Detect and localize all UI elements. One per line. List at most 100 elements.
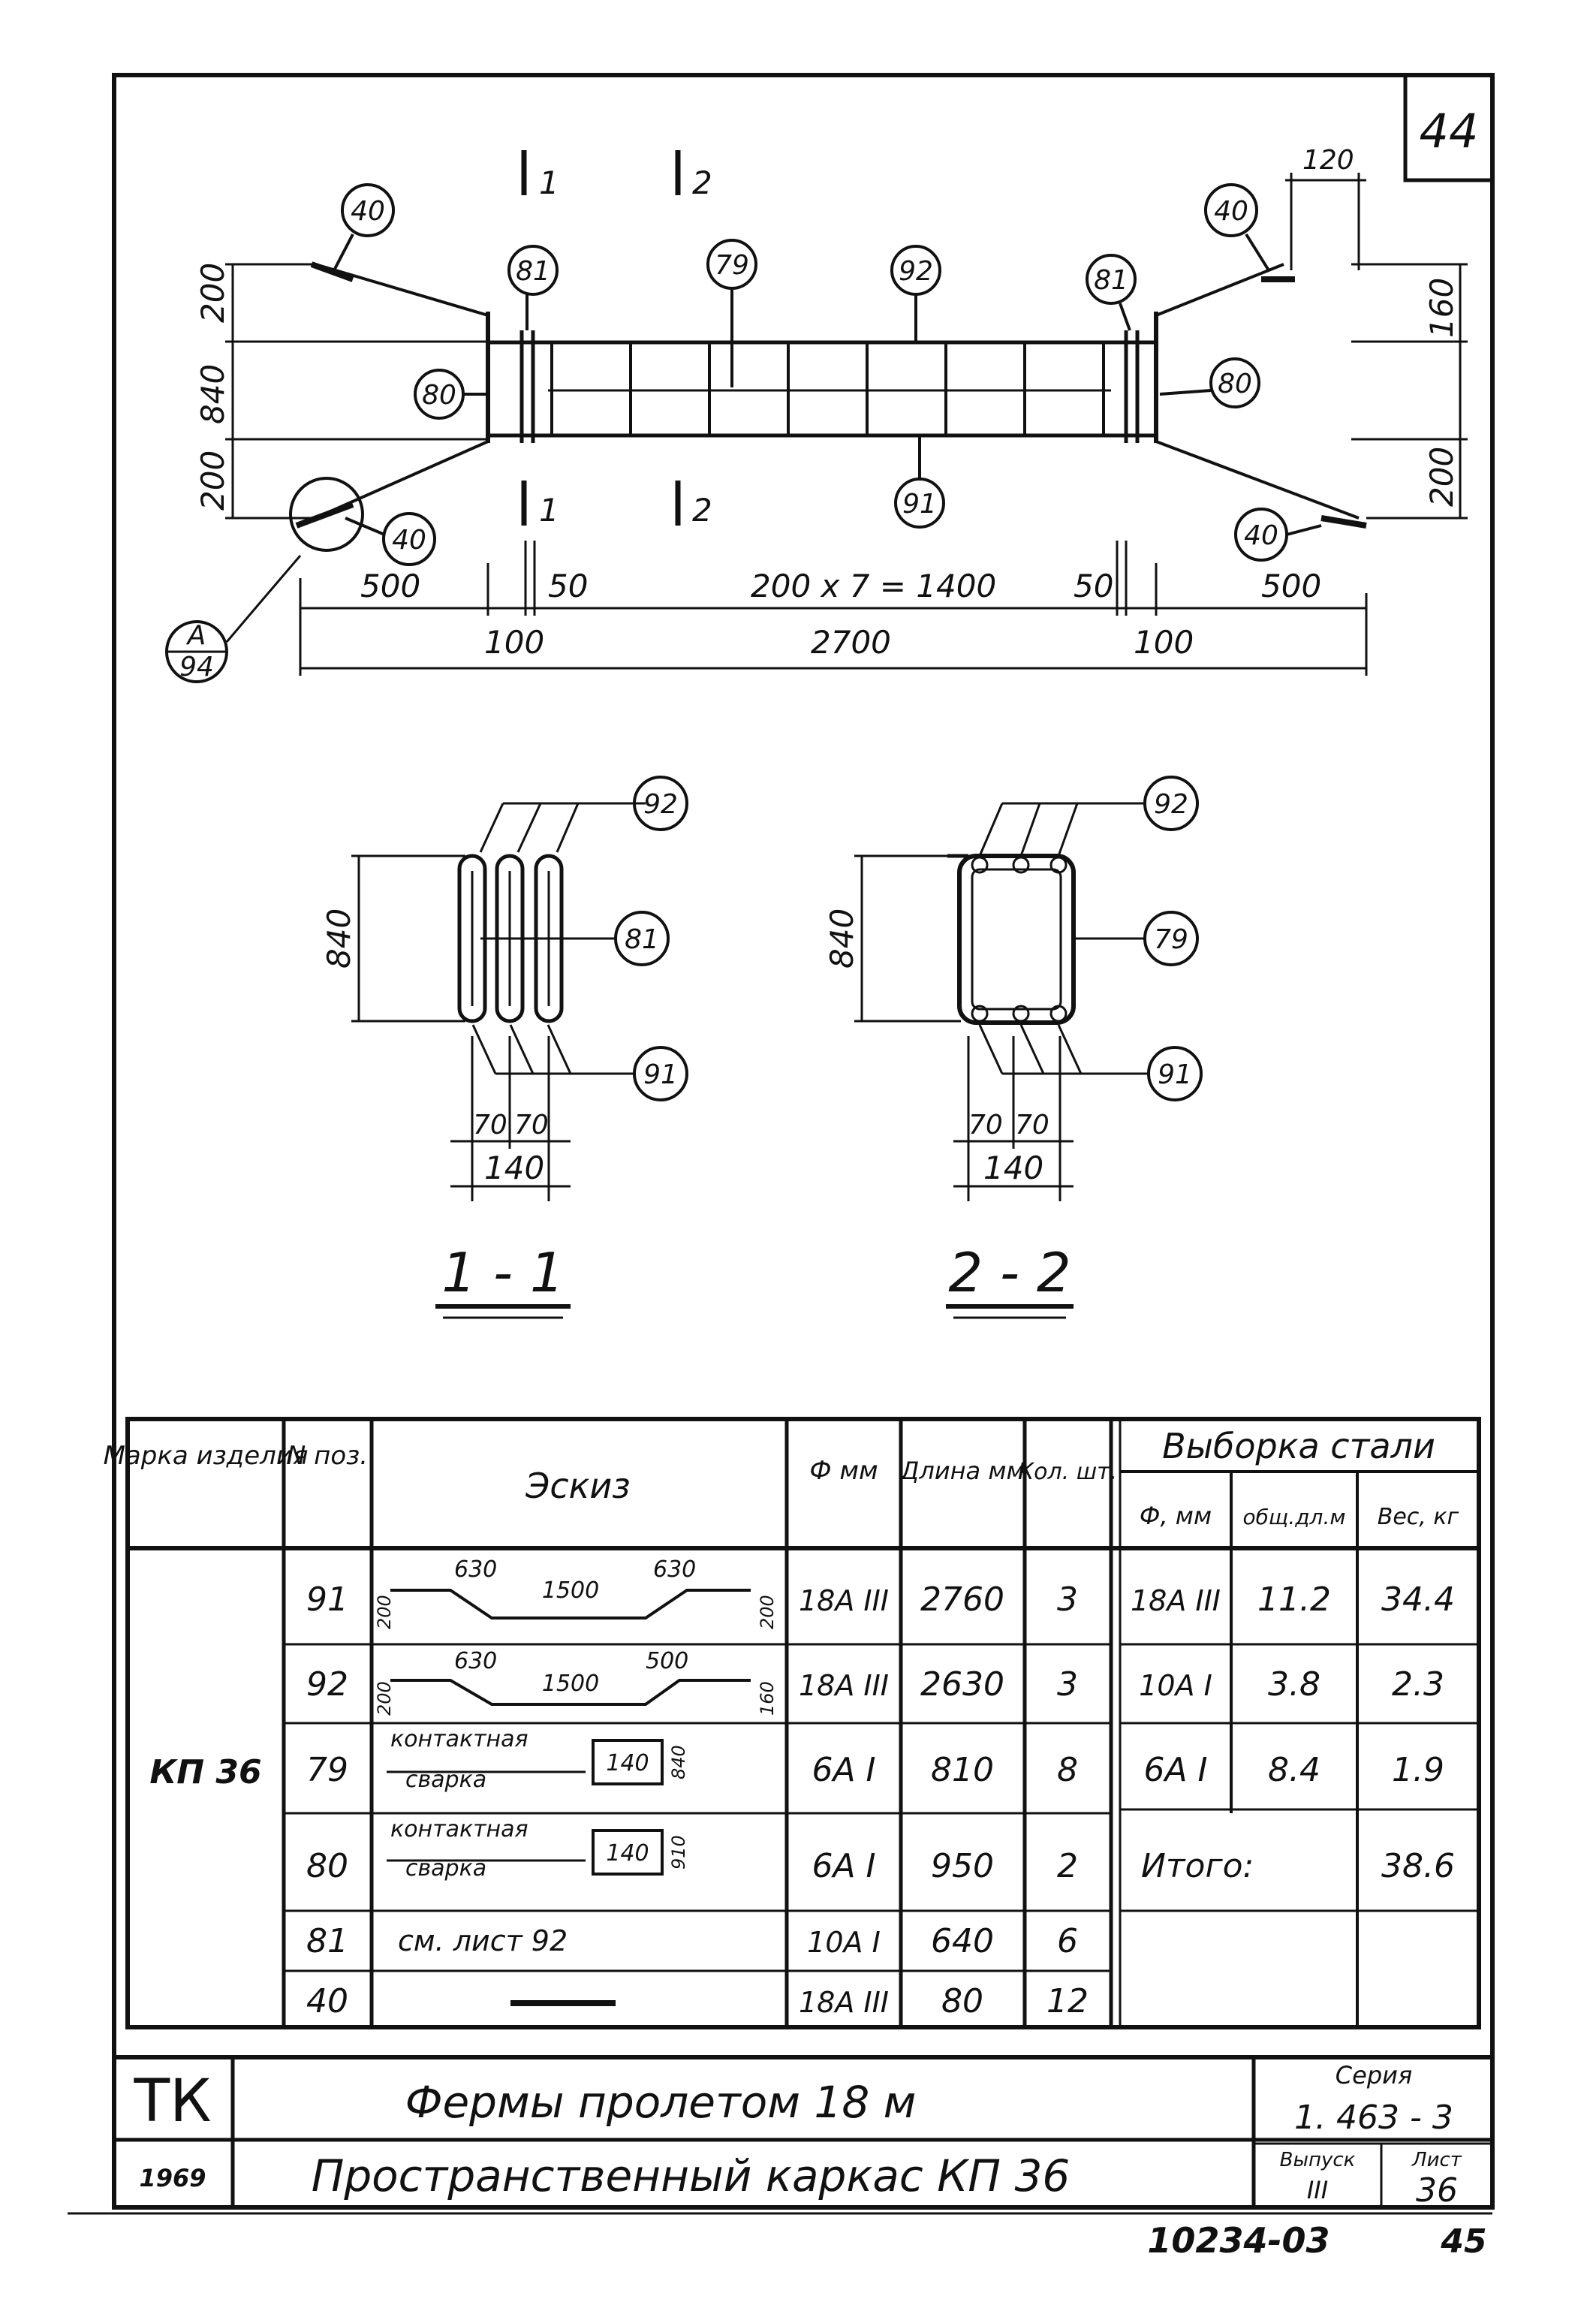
row-91-dia: 18А III <box>799 1584 889 1617</box>
sk80-line2: сварка <box>405 1855 486 1882</box>
sheet-number-box <box>1403 73 1495 182</box>
sk79-h: 840 <box>668 1745 689 1779</box>
dim-50-right: 50 <box>1074 568 1113 604</box>
s1-dim-840: 840 <box>321 908 357 969</box>
section-1-1 <box>351 776 688 1319</box>
s1-bubble-91: 91 <box>643 1059 678 1090</box>
row-40-pos: 40 <box>306 1982 348 2020</box>
bubble-40-left-bottom: 40 <box>392 525 426 556</box>
row-79-pos: 79 <box>306 1751 348 1789</box>
detail-ref-top: A <box>186 620 206 651</box>
s1-dim-70a: 70 <box>473 1110 507 1140</box>
row-91-len: 2760 <box>920 1580 1004 1619</box>
section-mark-1-bottom: 1 <box>539 492 559 529</box>
s2-bubble-79: 79 <box>1154 924 1188 955</box>
section-2-2 <box>854 776 1203 1319</box>
steel-total-value: 38.6 <box>1381 1847 1455 1885</box>
th-steel-dia: Ф, мм <box>1140 1502 1212 1530</box>
page-number: 45 <box>1440 2222 1486 2261</box>
sk91-h1: 200 <box>374 1595 395 1629</box>
s1-bubble-81: 81 <box>625 924 659 955</box>
title-line-1: Фермы пролетом 18 м <box>405 2077 917 2128</box>
sk91-b: 1500 <box>542 1577 599 1604</box>
row-81-dia: 10А I <box>807 1926 881 1959</box>
th-sketch: Эскиз <box>525 1466 631 1506</box>
section-title-2-2: 2 - 2 <box>948 1241 1071 1304</box>
dim-top-120: 120 <box>1302 145 1354 176</box>
detail-reference: A 94 <box>165 555 302 683</box>
steel-0-dia: 18А III <box>1131 1584 1221 1617</box>
sk79-line1: контактная <box>390 1726 528 1752</box>
bubble-40-right-bottom: 40 <box>1244 520 1278 551</box>
bubble-81-right: 81 <box>1094 265 1128 296</box>
row-79-len: 810 <box>931 1751 994 1789</box>
s2-dim-140: 140 <box>983 1149 1043 1186</box>
th-steel-wt: Вес, кг <box>1378 1504 1459 1530</box>
dim-left-200-top: 200 <box>194 263 231 323</box>
s1-dim-70b: 70 <box>514 1110 549 1140</box>
bubble-80-left: 80 <box>422 380 456 411</box>
th-pos: N поз. <box>287 1441 368 1471</box>
dim-50-left: 50 <box>548 568 588 604</box>
row-80-pos: 80 <box>306 1847 348 1885</box>
row-92-dia: 18А III <box>799 1669 889 1702</box>
sk81-ref: см. лист 92 <box>398 1924 568 1957</box>
position-bubbles <box>333 183 1322 566</box>
sk92-h1: 200 <box>374 1681 395 1716</box>
dim-left-840: 840 <box>194 364 231 424</box>
th-steel-len: общ.дл.м <box>1243 1505 1346 1529</box>
row-92-len: 2630 <box>920 1665 1004 1704</box>
row-81-qty: 6 <box>1057 1922 1078 1960</box>
dim-right-160: 160 <box>1423 278 1460 338</box>
s2-bubble-92: 92 <box>1154 789 1188 820</box>
bubble-79: 79 <box>715 250 749 281</box>
steel-0-wt: 34.4 <box>1381 1580 1455 1619</box>
th-mark: Марка изделия <box>104 1441 309 1471</box>
row-40-qty: 12 <box>1046 1982 1089 2020</box>
s2-dim-70a: 70 <box>968 1110 1003 1140</box>
dim-right-200: 200 <box>1423 447 1460 507</box>
specification-table <box>125 1417 1481 2029</box>
dim-2700: 2700 <box>811 624 891 661</box>
th-len: Длина мм <box>899 1457 1024 1485</box>
row-80-len: 950 <box>931 1847 994 1885</box>
row-91-pos: 91 <box>306 1580 348 1619</box>
mark-value: КП 36 <box>149 1753 261 1791</box>
row-81-pos: 81 <box>306 1922 348 1960</box>
sheet-number: 44 <box>1420 104 1479 158</box>
sk79-line2: сварка <box>405 1767 486 1793</box>
frame-elevation <box>289 261 1367 552</box>
row-40-len: 80 <box>941 1982 983 2020</box>
sheet-border <box>112 73 1495 2210</box>
row-92-pos: 92 <box>306 1665 348 1704</box>
org-code: ТК <box>133 2068 211 2135</box>
issue-value: III <box>1307 2176 1328 2204</box>
bubble-80-right: 80 <box>1218 369 1252 399</box>
title-block <box>114 2055 1492 2207</box>
row-79-qty: 8 <box>1057 1751 1078 1789</box>
title-line-2: Пространственный каркас КП 36 <box>312 2150 1071 2201</box>
s2-dim-70b: 70 <box>1015 1110 1049 1140</box>
th-qty: Кол. шт. <box>1018 1459 1117 1485</box>
steel-total-label: Итого: <box>1141 1847 1254 1885</box>
bubble-92: 92 <box>899 256 933 287</box>
dim-100-left: 100 <box>484 624 544 661</box>
s1-dim-140: 140 <box>484 1149 544 1186</box>
th-steel: Выборка стали <box>1162 1426 1435 1466</box>
s2-dim-840: 840 <box>824 908 860 969</box>
series-value: 1. 463 - 3 <box>1294 2099 1453 2137</box>
row-79-dia: 6А I <box>812 1751 875 1789</box>
sk92-h2: 160 <box>757 1681 778 1716</box>
steel-2-len: 8.4 <box>1268 1751 1320 1789</box>
section-mark-1-top: 1 <box>539 164 559 201</box>
section-mark-2-bottom: 2 <box>692 492 712 529</box>
row-80-qty: 2 <box>1057 1847 1078 1885</box>
sk92-b: 1500 <box>542 1671 599 1697</box>
s1-bubble-92: 92 <box>643 789 678 820</box>
sk91-a: 630 <box>454 1556 497 1583</box>
sk91-h2: 200 <box>757 1595 778 1629</box>
series-label: Серия <box>1336 2061 1412 2090</box>
sheet-label: Лист <box>1411 2149 1462 2171</box>
steel-0-len: 11.2 <box>1257 1580 1331 1619</box>
